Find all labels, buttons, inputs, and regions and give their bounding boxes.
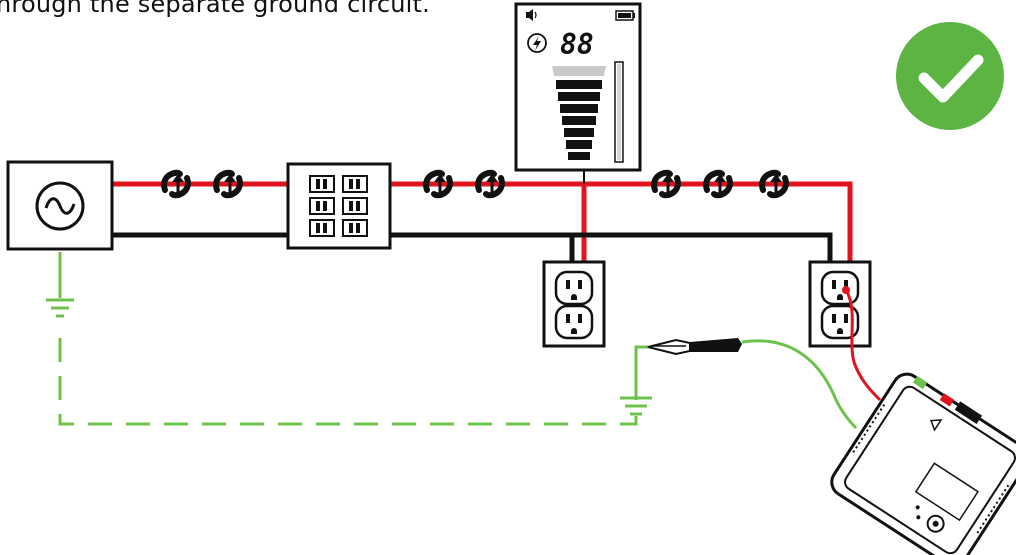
outlet-right — [808, 260, 872, 348]
breaker — [342, 175, 368, 193]
ac-source — [6, 160, 114, 251]
display-reading: 88 — [560, 28, 594, 61]
check-circle-icon — [896, 22, 1004, 130]
ground-wire — [58, 252, 648, 426]
breaker — [309, 219, 335, 237]
breaker — [342, 197, 368, 215]
red-test-lead — [844, 289, 882, 402]
breaker — [309, 175, 335, 193]
strength-meter — [614, 61, 624, 163]
transmitter-device — [830, 372, 1016, 555]
neutral-wire — [112, 232, 833, 262]
breaker-panel — [286, 162, 392, 250]
caption-text: hrough the separate ground circuit. — [0, 0, 430, 18]
ac-source-icon — [35, 181, 85, 231]
outlet-left — [542, 260, 606, 348]
lightning-icon — [527, 33, 547, 53]
battery-icon — [615, 10, 635, 21]
signal-level-bars — [552, 66, 606, 160]
hot-wire — [112, 181, 853, 262]
green-test-lead — [741, 339, 858, 430]
probe-tip — [842, 286, 850, 294]
receiver-display: 88 — [514, 2, 642, 172]
alligator-clip — [647, 338, 742, 356]
ground-symbol-right — [620, 396, 652, 416]
breaker — [309, 197, 335, 215]
speaker-icon — [526, 9, 537, 21]
breaker — [342, 219, 368, 237]
ground-symbol-left — [46, 298, 74, 318]
